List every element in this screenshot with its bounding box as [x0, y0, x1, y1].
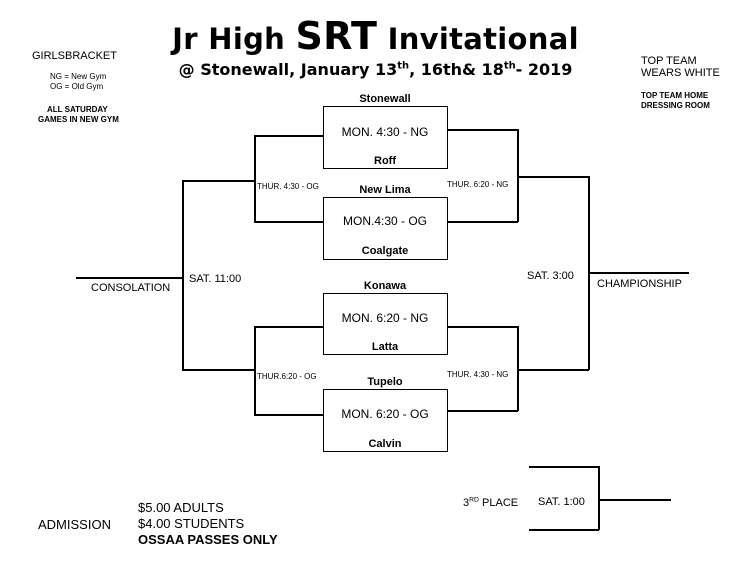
subtitle-part: , 16th& 18: [409, 60, 504, 79]
connector: [529, 466, 599, 468]
title-suffix: Invitational: [377, 22, 579, 56]
connector: [254, 326, 323, 328]
subtitle-part: - 2019: [515, 60, 573, 79]
connector: [517, 129, 519, 222]
title-prefix: Jr High: [172, 22, 296, 56]
connector: [254, 221, 323, 223]
subtitle-part: @ Stonewall, January 13: [178, 60, 398, 79]
game-time-2: MON.4:30 - OG: [342, 214, 428, 228]
admission-students: $4.00 STUDENTS: [138, 516, 245, 531]
third-place-time: SAT. 1:00: [538, 496, 585, 508]
connector: [448, 129, 518, 131]
admission-adults: $5.00 ADULTS: [138, 500, 224, 515]
consolation-time: SAT. 11:00: [189, 273, 242, 285]
connector: [182, 180, 184, 370]
connector: [254, 414, 323, 416]
connector: [518, 369, 589, 371]
top-team-note-line1: TOP TEAM: [641, 55, 697, 67]
round2-right-bottom-time: THUR. 4:30 - NG: [447, 370, 509, 379]
round2-left-bottom-time: THUR.6:20 - OG: [257, 372, 317, 381]
connector: [518, 176, 589, 178]
team-top-3: Konawa: [363, 280, 407, 292]
connector: [517, 326, 519, 411]
game-time-1: MON. 4:30 - NG: [341, 125, 429, 139]
third-place-label: 3RD PLACE: [463, 496, 519, 509]
third-place-number: 3: [463, 497, 470, 509]
connector: [254, 135, 256, 222]
championship-label: CHAMPIONSHIP: [597, 278, 682, 290]
connector: [448, 410, 518, 412]
team-top-1: Stonewall: [359, 93, 411, 105]
connector: [598, 466, 600, 530]
third-place-word: PLACE: [478, 497, 519, 509]
team-top-2: New Lima: [359, 184, 411, 196]
game-box-1: [323, 106, 448, 169]
game-time-3: MON. 6:20 - NG: [341, 311, 429, 325]
ng-legend: NG = New Gym: [50, 72, 107, 81]
team-top-4: Tupelo: [367, 376, 403, 388]
connector: [448, 326, 518, 328]
connector: [588, 176, 590, 370]
championship-time: SAT. 3:00: [527, 270, 574, 282]
top-team-note-line2: WEARS WHITE: [641, 67, 720, 79]
bracket-label: GIRLSBRACKET: [32, 50, 117, 62]
admission-label: ADMISSION: [38, 517, 111, 532]
connector: [182, 369, 254, 371]
connector: [254, 135, 323, 137]
subtitle-sup: th: [503, 60, 516, 72]
team-bottom-2: Coalgate: [361, 245, 409, 257]
game-box-3: [323, 293, 448, 355]
subtitle-sup: th: [397, 60, 410, 72]
game-box-2: [323, 197, 448, 260]
game-box-4: [323, 389, 448, 452]
round2-right-top-time: THUR. 6:20 - NG: [447, 180, 509, 189]
connector: [254, 326, 256, 415]
saturday-note-line2: GAMES IN NEW GYM: [38, 115, 119, 124]
third-place-sup: RD: [469, 496, 479, 504]
third-place-line: [599, 499, 671, 501]
home-note-line2: DRESSING ROOM: [641, 101, 710, 110]
connector: [182, 180, 254, 182]
og-legend: OG = Old Gym: [50, 82, 104, 91]
title-big: SRT: [295, 14, 378, 58]
round2-left-top-time: THUR. 4:30 - OG: [257, 182, 319, 191]
admission-passes: OSSAA PASSES ONLY: [138, 532, 278, 547]
team-bottom-4: Calvin: [368, 438, 402, 450]
saturday-note-line1: ALL SATURDAY: [47, 105, 108, 114]
page-subtitle: @ Stonewall, January 13th, 16th& 18th- 2…: [0, 60, 751, 79]
connector: [448, 221, 518, 223]
connector: [529, 529, 599, 531]
team-bottom-3: Latta: [371, 341, 399, 353]
consolation-line: [76, 277, 182, 279]
page-title: Jr High SRT Invitational: [0, 14, 751, 58]
championship-line: [589, 272, 689, 274]
team-bottom-1: Roff: [374, 155, 396, 167]
consolation-label: CONSOLATION: [91, 282, 171, 294]
game-time-4: MON. 6:20 - OG: [341, 407, 429, 421]
home-note-line1: TOP TEAM HOME: [641, 91, 709, 100]
